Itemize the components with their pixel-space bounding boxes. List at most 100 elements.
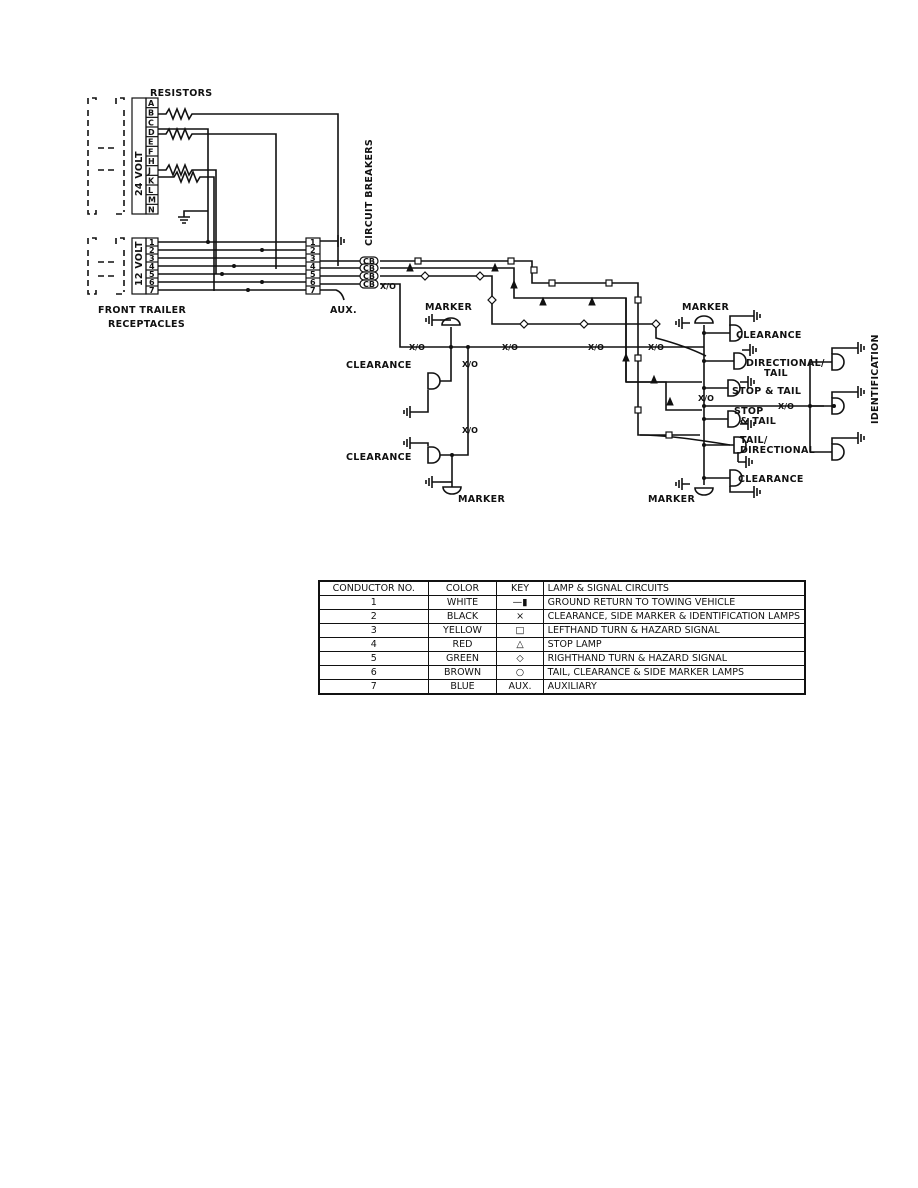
clearance-lamp-rear-top [729, 324, 743, 342]
pin-label-d: D [148, 128, 155, 137]
key-square-icon [605, 279, 613, 287]
conductor-no: 7 [318, 679, 429, 695]
junction-dot [260, 248, 264, 252]
cb-label: CB [363, 272, 375, 281]
stop-tail-label-2b: & TAIL [740, 416, 776, 427]
identification-label: IDENTIFICATION [870, 334, 881, 424]
conductor-key: AUX. [496, 679, 544, 695]
conductor-circuit: GROUND RETURN TO TOWING VEHICLE [542, 595, 806, 610]
key-triangle-icon [539, 296, 547, 306]
key-xo-icon: X/O [648, 343, 664, 352]
conductor-key: × [496, 609, 544, 624]
terminal-label-7: 7 [310, 286, 316, 295]
junction-dot [832, 404, 836, 408]
resistor-b [158, 106, 339, 266]
stop-tail-lamp-2 [727, 410, 741, 428]
conductor-circuit: AUXILIARY [542, 679, 806, 695]
junction-dot [702, 417, 706, 421]
junction-dot [450, 453, 454, 457]
conductor-bus [158, 240, 306, 292]
resistor-j [158, 162, 217, 274]
volt-24-label: 24 VOLT [134, 151, 145, 196]
key-xo-icon: X/O [698, 394, 714, 403]
ground-icon [178, 216, 190, 224]
marker-label-rear-top: MARKER [682, 302, 729, 313]
key-triangle-icon [666, 396, 674, 406]
cb-label: CB [363, 257, 375, 266]
legend-row: 2 BLACK × CLEARANCE, SIDE MARKER & IDENT… [318, 609, 806, 624]
circuit-breaker-6 [359, 279, 379, 289]
pin-label-h: H [148, 157, 155, 166]
ground-icon [850, 386, 865, 398]
tail-directional-label-2: DIRECTIONAL [740, 445, 815, 456]
conductor-no: 4 [318, 637, 429, 652]
resistor-e [158, 126, 277, 269]
stop-tail-lamp-1 [727, 379, 741, 397]
key-square-icon [665, 431, 673, 439]
resistors-label: RESISTORS [150, 88, 212, 99]
pin-label-7: 7 [149, 286, 155, 295]
legend-row: 6 BROWN ○ TAIL, CLEARANCE & SIDE MARKER … [318, 665, 806, 680]
conductor-key: ◇ [496, 651, 544, 666]
pin-label-f: F [148, 147, 153, 156]
conductor-key: ○ [496, 665, 544, 680]
conductor-key: —▮ [496, 595, 544, 610]
terminal-label-5: 5 [310, 270, 316, 279]
key-triangle-icon [588, 296, 596, 306]
junction-dot [702, 476, 706, 480]
header-key: KEY [496, 580, 544, 596]
clearance-lamp-front [427, 372, 441, 390]
ground-icon [742, 344, 757, 356]
directional-tail-label-2: TAIL [764, 368, 788, 379]
terminal-label-2: 2 [310, 246, 316, 255]
pin-label-j: J [147, 167, 151, 176]
pin-label-m: M [148, 196, 156, 205]
key-square-icon [634, 406, 642, 414]
ground-icon [850, 432, 865, 444]
ground-icon [320, 235, 345, 247]
conductor-circuit: STOP LAMP [542, 637, 806, 652]
pin-label-5: 5 [149, 270, 155, 279]
conductor-color: RED [427, 637, 498, 652]
key-diamond-icon [579, 319, 589, 329]
lamp-labels: MARKER CLEARANCE CLEARANCE MARKER MARKER… [346, 302, 881, 505]
identification-lamp-1 [831, 353, 845, 371]
identification-lamp-3 [831, 443, 845, 461]
key-xo-icon: X/O [409, 343, 425, 352]
circuit-breakers-label: CIRCUIT BREAKERS [364, 139, 375, 246]
conductor-no: 1 [318, 595, 429, 610]
legend-row: 5 GREEN ◇ RIGHTHAND TURN & HAZARD SIGNAL [318, 651, 806, 666]
legend-row: 3 YELLOW □ LEFTHAND TURN & HAZARD SIGNAL [318, 623, 806, 638]
conductor-color: GREEN [427, 651, 498, 666]
terminal-label-4: 4 [310, 262, 316, 271]
front-trailer-label-2: RECEPTACLES [108, 319, 185, 330]
conductor-legend-table: CONDUCTOR NO. COLOR KEY LAMP & SIGNAL CI… [318, 580, 806, 695]
front-trailer-label-1: FRONT TRAILER [98, 305, 186, 316]
conductor-no: 2 [318, 609, 429, 624]
terminal-label-1: 1 [310, 238, 316, 247]
ground-icon [425, 476, 440, 488]
junction-dot [220, 272, 224, 276]
key-diamond-icon [651, 319, 661, 329]
key-square-icon [414, 257, 422, 265]
clearance-label-rear-left: CLEARANCE [346, 452, 412, 463]
legend-row: 7 BLUE AUX. AUXILIARY [318, 679, 806, 695]
key-xo-icon: X/O [380, 282, 396, 291]
clearance-label-front: CLEARANCE [346, 360, 412, 371]
stop-tail-label-1: STOP & TAIL [732, 386, 801, 397]
conductor-no: 5 [318, 651, 429, 666]
junction-dot [702, 404, 706, 408]
pin-label-n: N [148, 205, 155, 214]
junction-dot [260, 280, 264, 284]
terminal-label-3: 3 [310, 254, 316, 263]
pin-label-6: 6 [149, 278, 155, 287]
tail-directional-label-1: TAIL/ [740, 435, 768, 446]
directional-tail-label-1: DIRECTIONAL/ [746, 358, 825, 369]
pin-label-a: A [148, 99, 155, 108]
